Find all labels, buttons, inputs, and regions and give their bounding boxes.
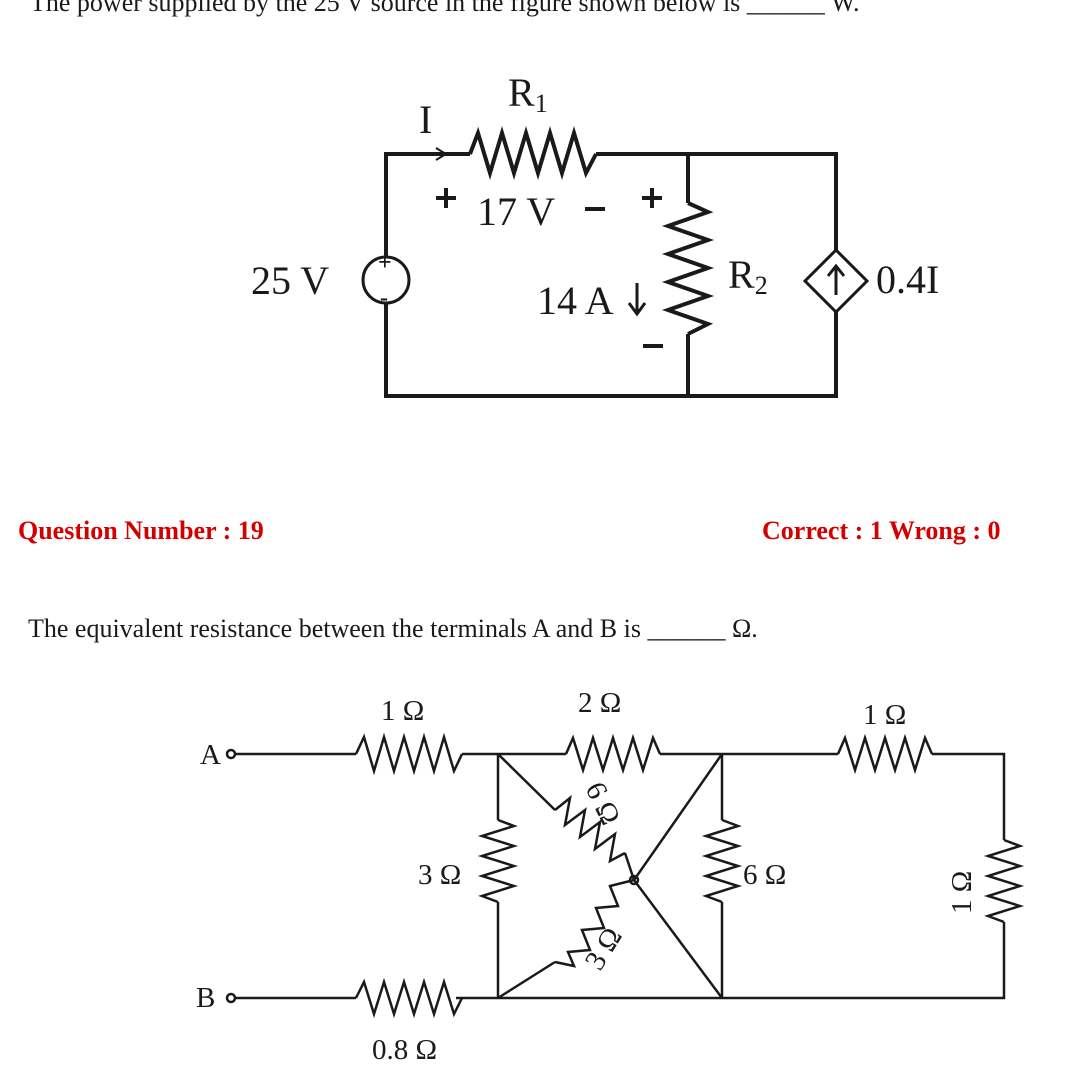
resistor-2-ohm: [564, 733, 662, 775]
r1-plus-sign: [436, 188, 456, 208]
dep-source-diamond: [802, 247, 870, 315]
circuit-2: [225, 732, 1025, 1019]
question-number-label: Question Number : 19: [18, 516, 264, 545]
question-18-text: The power supplied by the 25 V source in…: [30, 0, 860, 17]
dep-source-arrow: [826, 263, 846, 295]
resistor-6-ohm-vert: [701, 818, 743, 904]
question-19-text: The equivalent resistance between the te…: [28, 614, 758, 643]
source-25v-label: 25 V: [251, 258, 329, 303]
r2-label: R2: [728, 252, 768, 300]
dep-source-label: 0.4I: [876, 257, 939, 302]
resistor-6-ohm-diag: [554, 794, 626, 864]
wire-bottom: [384, 302, 838, 398]
resistor-3-ohm-vert: [477, 818, 519, 904]
junction-node: [628, 874, 640, 886]
label-6-ohm-vert: 6 Ω: [743, 859, 786, 891]
score-label: Correct : 1 Wrong : 0: [762, 516, 1001, 545]
label-3-ohm-vert: 3 Ω: [418, 859, 461, 891]
resistor-1-ohm-top-right: [836, 733, 934, 775]
label-0-8-ohm: 0.8 Ω: [372, 1034, 437, 1066]
wire-diag-top-right: [632, 753, 724, 881]
terminal-a-label: A: [200, 739, 221, 771]
circuit-1: [361, 126, 870, 398]
resistor-0-8-ohm: [354, 977, 464, 1019]
r1-label: R1: [508, 70, 548, 118]
resistor-1-ohm-right: [983, 838, 1025, 924]
terminal-b-label: B: [196, 982, 215, 1014]
label-1-ohm-top-right: 1 Ω: [863, 699, 906, 731]
label-1-ohm-right: 1 Ω: [946, 871, 978, 914]
wire-diag-top-left: [497, 753, 556, 811]
terminal-b-node: [225, 992, 237, 1004]
source-minus: -: [380, 285, 388, 311]
wire-diag-bottom-left: [497, 960, 556, 1000]
r1-voltage-label: 17 V: [477, 189, 555, 234]
terminal-a-node: [225, 748, 237, 760]
wire-left-top: [384, 152, 470, 257]
voltage-source-circle: [361, 255, 411, 305]
source-plus: +: [378, 250, 392, 276]
arrow-14a: [627, 283, 647, 317]
current-arrow: [424, 147, 448, 161]
resistor-r1: [468, 126, 598, 180]
resistor-3-ohm-diag: [554, 878, 635, 968]
resistor-1-ohm-a: [354, 732, 464, 776]
wire-right-bottom: [456, 922, 1006, 1000]
r2-current-label: 14 A: [537, 278, 614, 323]
wire-diag-bottom-right: [632, 879, 724, 999]
resistor-r2: [661, 201, 715, 336]
label-2-ohm: 2 Ω: [578, 687, 621, 719]
label-1-ohm-a: 1 Ω: [381, 695, 424, 727]
r2-plus-sign: [642, 188, 662, 208]
current-label-i: I: [419, 97, 432, 142]
label-6-ohm-diag: 6 Ω: [579, 777, 627, 830]
wire-top: [596, 152, 838, 250]
wire-right: [932, 752, 1006, 840]
